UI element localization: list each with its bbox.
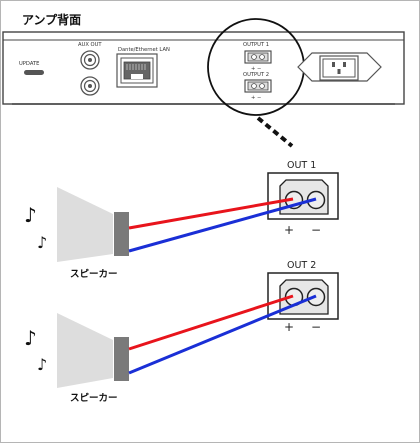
out2-label: OUT 2 xyxy=(287,260,316,271)
speaker-1-label: スピーカー xyxy=(70,268,118,280)
speaker-2-label: スピーカー xyxy=(70,392,118,404)
zoom-callout-line xyxy=(256,116,294,148)
update-button xyxy=(24,70,44,75)
panel-output2-terminal xyxy=(244,79,272,93)
panel-output1-terminal xyxy=(244,50,272,64)
panel-output2-label: OUTPUT 2 xyxy=(243,72,269,78)
speaker-1-magnet xyxy=(114,212,129,256)
power-inlet xyxy=(297,52,382,82)
speaker-1-positive-wire xyxy=(128,197,294,230)
music-note-icon: ♪ xyxy=(24,203,37,227)
aux-out-jack-bottom xyxy=(80,76,100,96)
aux-out-jack-top xyxy=(80,50,100,70)
speaker-2-magnet xyxy=(114,337,129,381)
out1-plus: + xyxy=(284,223,294,237)
speaker-1 xyxy=(57,187,129,262)
amp-rear-panel: UPDATE AUX OUT Dante/Ethernet LAN xyxy=(2,18,405,148)
speaker-2-cone xyxy=(57,313,113,388)
aux-out-label: AUX OUT xyxy=(78,42,102,48)
music-note-icon: ♪ xyxy=(37,355,47,374)
music-note-icon: ♪ xyxy=(24,326,37,350)
speaker-2-positive-wire xyxy=(128,294,294,351)
out1-label: OUT 1 xyxy=(287,160,316,171)
speaker-1-negative-wire xyxy=(128,197,317,253)
out1-connector xyxy=(267,172,339,220)
music-note-icon: ♪ xyxy=(37,233,47,252)
speaker-1-cone xyxy=(57,187,113,262)
update-label: UPDATE xyxy=(19,61,39,67)
speaker-2 xyxy=(57,313,129,388)
lan-port xyxy=(116,53,158,88)
title: アンプ背面 xyxy=(22,12,81,27)
out2-minus: − xyxy=(311,320,321,334)
out1-minus: − xyxy=(311,223,321,237)
lan-label: Dante/Ethernet LAN xyxy=(118,47,170,53)
panel-output2-polarity: + − xyxy=(251,95,261,101)
panel-output1-label: OUTPUT 1 xyxy=(243,42,269,48)
speaker-2-negative-wire xyxy=(128,294,317,375)
out2-plus: + xyxy=(284,320,294,334)
panel-output1-polarity: + − xyxy=(251,66,261,72)
